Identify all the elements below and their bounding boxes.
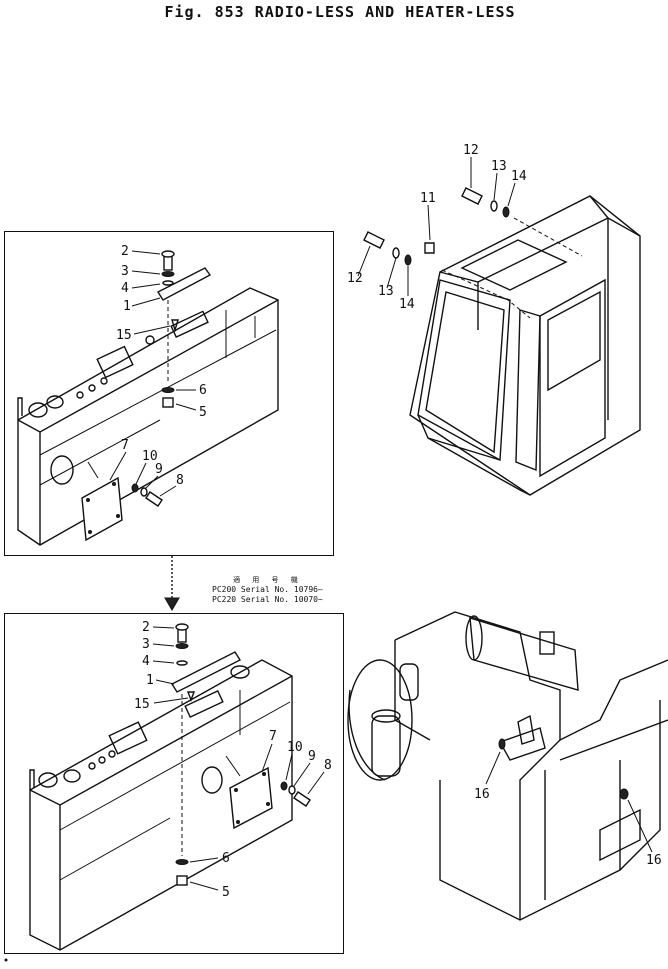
console-top-illustration: [17, 250, 279, 546]
detail-frame-top: [4, 231, 334, 556]
callouts-bottom: 2 3 4 1 15 7 10 9 8 6 5: [134, 620, 332, 900]
console-bottom-illustration: [29, 623, 311, 951]
callout-label: 8: [324, 758, 332, 773]
callout-label: 1: [146, 673, 154, 688]
callout-label: 11: [420, 191, 436, 206]
callout-label: 9: [308, 749, 316, 764]
callout-label: 10: [287, 740, 303, 755]
callout-label: 9: [155, 462, 163, 477]
engine-illustration: [347, 611, 668, 921]
callout-label: 10: [142, 449, 158, 464]
figure-title: Fig. 853 RADIO-LESS AND HEATER-LESS: [164, 3, 516, 21]
callout-label: 12: [347, 271, 363, 286]
callout-label: 13: [491, 159, 507, 174]
callouts-top: 2 3 4 1 15 6 5 7 10 9 8: [109, 244, 207, 497]
callout-label: 8: [176, 473, 184, 488]
callout-label: 6: [199, 383, 207, 398]
callout-label: 6: [222, 851, 230, 866]
callout-label: 13: [378, 284, 394, 299]
callout-label: 15: [134, 697, 150, 712]
serial-note-line: PC200 Serial No. 10796—: [212, 585, 323, 594]
callout-label: 16: [646, 853, 662, 868]
callouts-engine: 16 16: [474, 751, 662, 868]
callout-label: 14: [399, 297, 415, 312]
callout-label: 4: [121, 281, 129, 296]
scan-speck: [4, 958, 8, 962]
callout-label: 14: [511, 169, 527, 184]
callout-label: 5: [222, 885, 230, 900]
serial-note-line: PC220 Serial No. 10070~: [212, 595, 323, 604]
callout-label: 3: [142, 637, 150, 652]
callout-label: 7: [269, 729, 277, 744]
callout-label: 7: [121, 438, 129, 453]
callout-label: 15: [116, 328, 132, 343]
serial-note: 適 用 号 機 PC200 Serial No. 10796— PC220 Se…: [212, 575, 323, 605]
callout-label: 3: [121, 264, 129, 279]
callout-label: 1: [123, 299, 131, 314]
cab-illustration: [363, 187, 641, 496]
transition-arrow: [164, 556, 180, 611]
detail-frame-bottom: [4, 613, 344, 954]
callout-label: 16: [474, 787, 490, 802]
callouts-cab: 12 13 14 11 12 13 14: [347, 143, 527, 312]
callout-label: 12: [463, 143, 479, 158]
callout-label: 2: [121, 244, 129, 259]
callout-label: 2: [142, 620, 150, 635]
callout-label: 4: [142, 654, 150, 669]
callout-label: 5: [199, 405, 207, 420]
serial-note-header: 適 用 号 機: [233, 576, 302, 584]
